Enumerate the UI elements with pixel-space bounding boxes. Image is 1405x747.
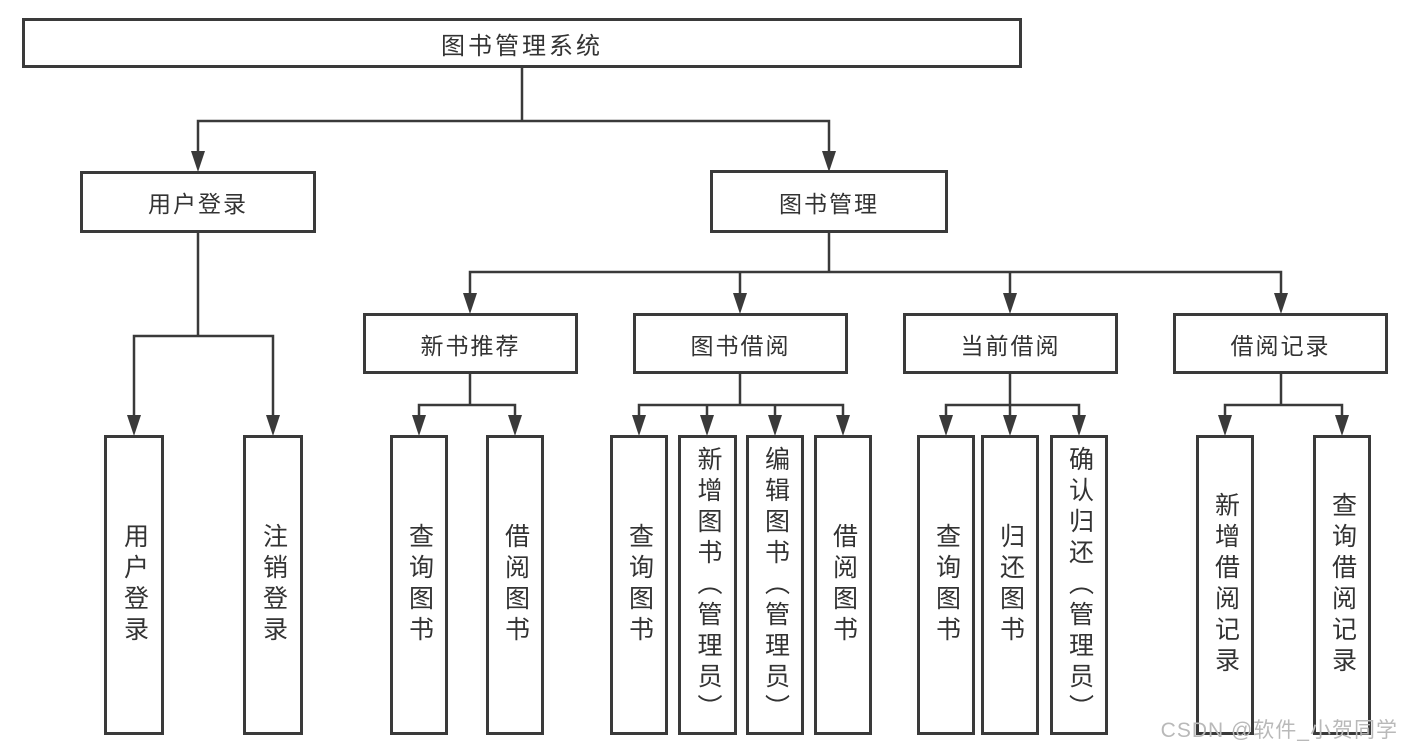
- node-root-library-system: 图书管理系统: [22, 18, 1022, 68]
- connector-book-borrow-to-leaves: [637, 372, 845, 419]
- leaf-logout: 注销登录: [243, 435, 303, 735]
- leaf-add-books-admin: 新增图书（管理员）: [678, 435, 737, 735]
- leaf-query-books-recommend: 查询图书: [390, 435, 448, 735]
- connector-book-mgmt-to-level3: [468, 231, 1283, 297]
- leaf-return-books: 归还图书: [981, 435, 1039, 735]
- node-new-book-recommend: 新书推荐: [363, 313, 578, 374]
- node-current-borrow: 当前借阅: [903, 313, 1118, 374]
- leaf-query-books-borrow: 查询图书: [610, 435, 668, 735]
- connector-user-login-to-leaves: [132, 231, 275, 419]
- leaf-edit-books-admin: 编辑图书（管理员）: [746, 435, 804, 735]
- node-borrow-records: 借阅记录: [1173, 313, 1388, 374]
- node-user-login: 用户登录: [80, 171, 316, 233]
- leaf-query-borrow-record: 查询借阅记录: [1313, 435, 1371, 735]
- arrowheads: [127, 151, 1349, 436]
- leaf-user-login: 用户登录: [104, 435, 164, 735]
- leaf-add-borrow-record: 新增借阅记录: [1196, 435, 1254, 735]
- csdn-watermark: CSDN @软件_小贺同学: [1160, 719, 1398, 742]
- connector-new-book-to-leaves: [417, 372, 517, 419]
- connector-borrow-records-to-leaves: [1223, 372, 1344, 419]
- leaf-borrow-books: 借阅图书: [814, 435, 872, 735]
- leaf-confirm-return-admin: 确认归还（管理员）: [1050, 435, 1108, 735]
- node-book-management: 图书管理: [710, 170, 948, 233]
- leaf-borrow-books-recommend: 借阅图书: [486, 435, 544, 735]
- leaf-query-books-current: 查询图书: [917, 435, 975, 735]
- connector-root-to-level2: [196, 66, 831, 155]
- node-book-borrow: 图书借阅: [633, 313, 848, 374]
- connector-current-borrow-to-leaves: [944, 372, 1081, 419]
